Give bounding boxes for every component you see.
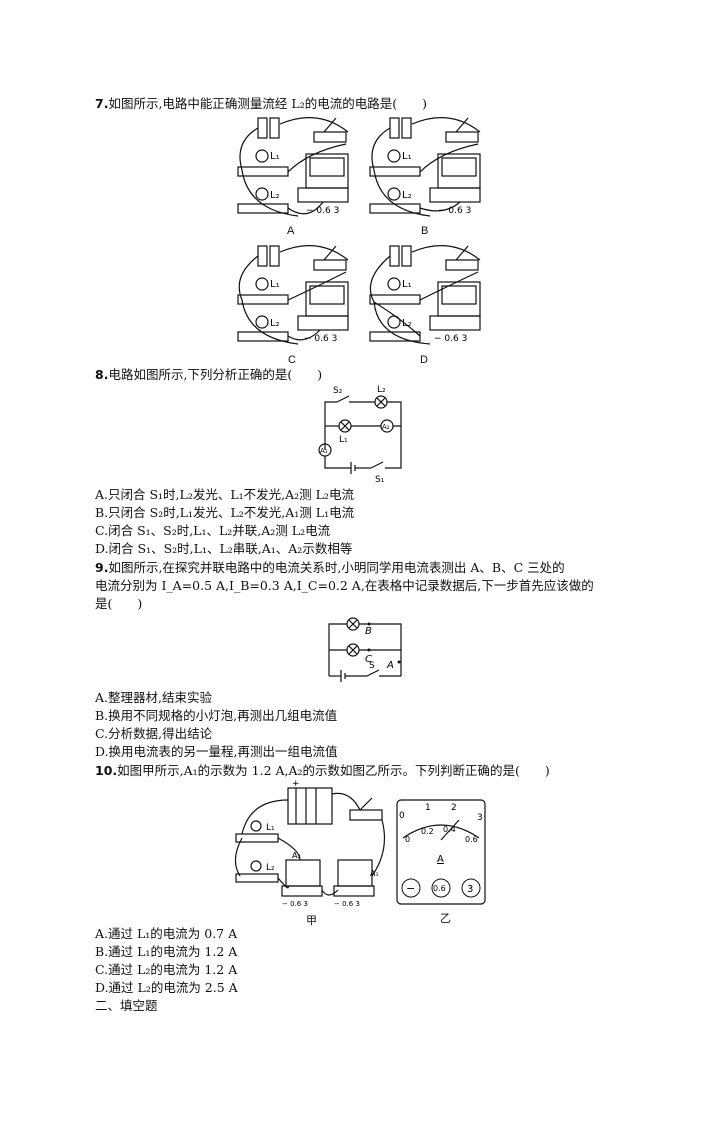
q10-bottom-tick-2: 0.4 — [443, 825, 456, 834]
q10-bottom-tick-0: 0 — [405, 835, 410, 844]
q10-terminal-minus: − — [406, 882, 415, 895]
q10-l2-label: L₂ — [266, 863, 275, 873]
q7-label-d: D — [420, 354, 428, 366]
q10-option-c: C.通过 L₂的电流为 1.2 A — [95, 962, 238, 977]
q8-s2-label: S₂ — [333, 386, 343, 396]
q7a-scale: − 0.6 3 — [306, 206, 339, 216]
q10-top-tick-2: 2 — [451, 803, 457, 813]
q7-figure-d: L₁ L₂ − 0.6 3 — [369, 245, 481, 345]
q9-stem-line-3: 是( ) — [95, 596, 143, 611]
q7a-l2: L₂ — [270, 190, 280, 201]
q10-stem: 10.如图甲所示,A₁的示数为 1.2 A,A₂的示数如图乙所示。下列判断正确的… — [95, 763, 550, 779]
q10-bottom-tick-1: 0.2 — [421, 827, 434, 836]
q10-figure-yi-ammeter: 0 1 2 3 0 0.2 0.4 0.6 A − 0.6 3 — [396, 799, 486, 905]
q8-a2-label: A₂ — [382, 423, 390, 431]
q8-option-b: B.只闭合 S₂时,L₁发光、L₂不发光,A₁测 L₁电流 — [95, 505, 355, 520]
q9-b-label: B — [365, 626, 372, 637]
q7a-l1: L₁ — [270, 151, 280, 162]
q8-l2-label: L₂ — [377, 385, 386, 395]
q10-option-a: A.通过 L₁的电流为 0.7 A — [95, 926, 238, 941]
q9-option-b: B.换用不同规格的小灯泡,再测出几组电流值 — [95, 708, 338, 723]
section-heading: 二、填空题 — [95, 998, 158, 1013]
q8-a1-label: A₁ — [320, 447, 328, 455]
q10-top-tick-3: 3 — [477, 813, 483, 823]
q10-caption-yi: 乙 — [440, 913, 451, 925]
q9-option-a: A.整理器材,结束实验 — [95, 690, 212, 705]
q7-text: 如图所示,电路中能正确测量流经 L₂的电流的电路是( ) — [108, 96, 427, 111]
q9-a-label: A — [386, 660, 394, 671]
q8-stem: 8.电路如图所示,下列分析正确的是( ) — [95, 367, 322, 383]
q8-circuit: S₂ L₂ L₁ A₁ A₂ S₁ — [318, 385, 402, 485]
q10-top-tick-1: 1 — [425, 803, 431, 813]
q7-label-a: A — [287, 225, 295, 237]
q7-label-c: C — [288, 354, 296, 366]
q8-text: 电路如图所示,下列分析正确的是( ) — [108, 367, 323, 382]
q10-number: 10. — [95, 763, 118, 778]
q10-l1-label: L₁ — [266, 823, 275, 833]
q10-terminal-06: 0.6 — [433, 884, 446, 893]
q8-s1-label: S₁ — [375, 475, 385, 485]
q10-a2-scale: − 0.6 3 — [282, 900, 308, 908]
q10-text: 如图甲所示,A₁的示数为 1.2 A,A₂的示数如图乙所示。下列判断正确的是( … — [117, 763, 550, 778]
q10-a2-label: A₂ — [292, 851, 301, 860]
q9-option-c: C.分析数据,得出结论 — [95, 726, 213, 741]
q10-terminal-3: 3 — [467, 884, 473, 895]
q10-caption-jia: 甲 — [306, 915, 317, 927]
q10-battery-plus: + — [292, 780, 300, 789]
q7c-scale: − 0.6 3 — [304, 334, 337, 344]
q10-top-tick-0: 0 — [399, 811, 405, 821]
q9-c-label: C — [365, 654, 372, 665]
q9-text-1: 如图所示,在探究并联电路中的电流关系时,小明同学用电流表测出 A、B、C 三处的 — [108, 560, 565, 575]
q7-number: 7. — [95, 96, 109, 111]
q9-option-d: D.换用电流表的另一量程,再测出一组电流值 — [95, 744, 338, 759]
q10-figure-jia: + L₁ L₂ A₂ A₁ − 0.6 3 − 0.6 3 — [234, 780, 385, 908]
q10-a1-scale: − 0.6 3 — [334, 900, 360, 908]
q7-figure-a: L₁ L₂ − 0.6 3 — [237, 117, 349, 217]
q9-stem-line-2: 电流分别为 I_A=0.5 A,I_B=0.3 A,I_C=0.2 A,在表格中… — [95, 578, 594, 593]
q7b-l2: L₂ — [402, 190, 412, 201]
q10-unit: A — [437, 854, 444, 865]
q7-figure-b: L₁ L₂ − 0.6 3 — [369, 117, 481, 217]
q7d-l1: L₁ — [402, 279, 412, 290]
q10-option-b: B.通过 L₁的电流为 1.2 A — [95, 944, 238, 959]
q7b-l1: L₁ — [402, 151, 412, 162]
q8-option-c: C.闭合 S₁、S₂时,L₁、L₂并联,A₂测 L₂电流 — [95, 523, 331, 538]
q9-s-label: S — [369, 661, 375, 671]
q8-option-a: A.只闭合 S₁时,L₂发光、L₁不发光,A₂测 L₂电流 — [95, 487, 354, 502]
q9-number: 9. — [95, 560, 109, 575]
q10-a1-label: A₁ — [370, 869, 379, 878]
q9-stem-line-1: 9.如图所示,在探究并联电路中的电流关系时,小明同学用电流表测出 A、B、C 三… — [95, 560, 565, 576]
q7d-l2: L₂ — [402, 318, 412, 329]
q7b-scale: − 0.6 3 — [438, 206, 471, 216]
q10-bottom-tick-3: 0.6 — [465, 835, 478, 844]
q8-option-d: D.闭合 S₁、S₂时,L₁、L₂串联,A₁、A₂示数相等 — [95, 541, 353, 556]
q8-l1-label: L₁ — [339, 435, 348, 445]
q8-number: 8. — [95, 367, 109, 382]
q10-option-d: D.通过 L₂的电流为 2.5 A — [95, 980, 238, 995]
q7c-l1: L₁ — [270, 279, 280, 290]
q7c-l2: L₂ — [270, 318, 280, 329]
q7-figure-c: L₁ L₂ − 0.6 3 — [237, 245, 349, 345]
q7d-scale: − 0.6 3 — [434, 334, 467, 344]
q7-stem: 7.如图所示,电路中能正确测量流经 L₂的电流的电路是( ) — [95, 96, 427, 112]
q7-label-b: B — [421, 225, 429, 237]
q9-circuit: B C A S — [328, 617, 402, 682]
